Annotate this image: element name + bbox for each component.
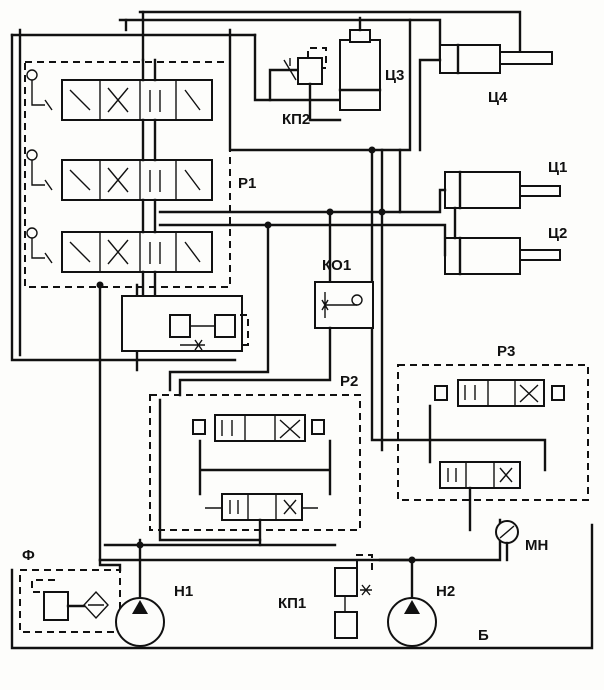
label-c3: Ц3 [385,67,404,84]
filter-f [19,558,122,633]
labels: Ц3 Ц4 КП2 Р1 Ц1 Ц2 КО1 Р2 Р3 Ф Н1 КП1 Н2… [22,67,567,644]
main-lines [96,146,432,452]
filter-bypass-valve [43,591,69,621]
label-n1: Н1 [174,583,193,600]
cylinder-c3 [339,39,381,111]
manometer-mn [495,520,519,562]
lever-icon [26,69,38,81]
kp1-valve-2 [334,611,358,639]
relief-valve-kp2 [297,57,323,85]
label-r1: Р1 [238,175,256,192]
label-mn: МН [525,537,548,554]
cylinder-c4 [439,44,501,74]
r1-section-1 [61,79,213,121]
label-c4: Ц4 [488,89,508,106]
r3-pilot-valve [457,379,545,407]
pump-n1 [115,597,165,647]
cylinder-c3-group [268,16,382,122]
cylinders-c1-c2 [158,170,561,276]
r2-pilot-valve [214,414,306,442]
r2-housing [149,394,361,531]
distributor-r1 [24,58,249,562]
label-c2: Ц2 [548,225,567,242]
cylinder-c4-group [418,43,553,152]
label-kp1: КП1 [278,595,306,612]
lever-icon [26,149,38,161]
relief-valve-kp1 [334,554,373,639]
r1-housing [24,61,231,288]
drain-lines [10,10,594,650]
filter-housing [19,569,121,633]
pump-n2-body [387,597,437,647]
pump-n2 [387,597,437,647]
r3-main-valve [439,461,521,489]
kp1-valve-1 [334,567,358,597]
label-n2: Н2 [436,583,455,600]
cylinder-c2 [444,237,521,275]
label-r2: Р2 [340,373,358,390]
r1-section-3 [61,231,213,273]
label-ko1: КО1 [322,257,351,274]
label-kp2: КП2 [282,111,310,128]
cylinder-c1 [444,171,521,209]
label-f: Ф [22,547,35,564]
distributor-r2 [149,394,361,542]
distributor-r3 [397,364,589,532]
pump-n1-body [115,597,165,647]
label-r3: Р3 [497,343,515,360]
r2-main-valve [221,493,303,521]
r1-section-2 [61,159,213,201]
r3-housing [397,364,589,501]
check-valve-ko1 [178,281,374,397]
label-c1: Ц1 [548,159,567,176]
label-b: Б [478,627,489,644]
lever-icon [26,227,38,239]
